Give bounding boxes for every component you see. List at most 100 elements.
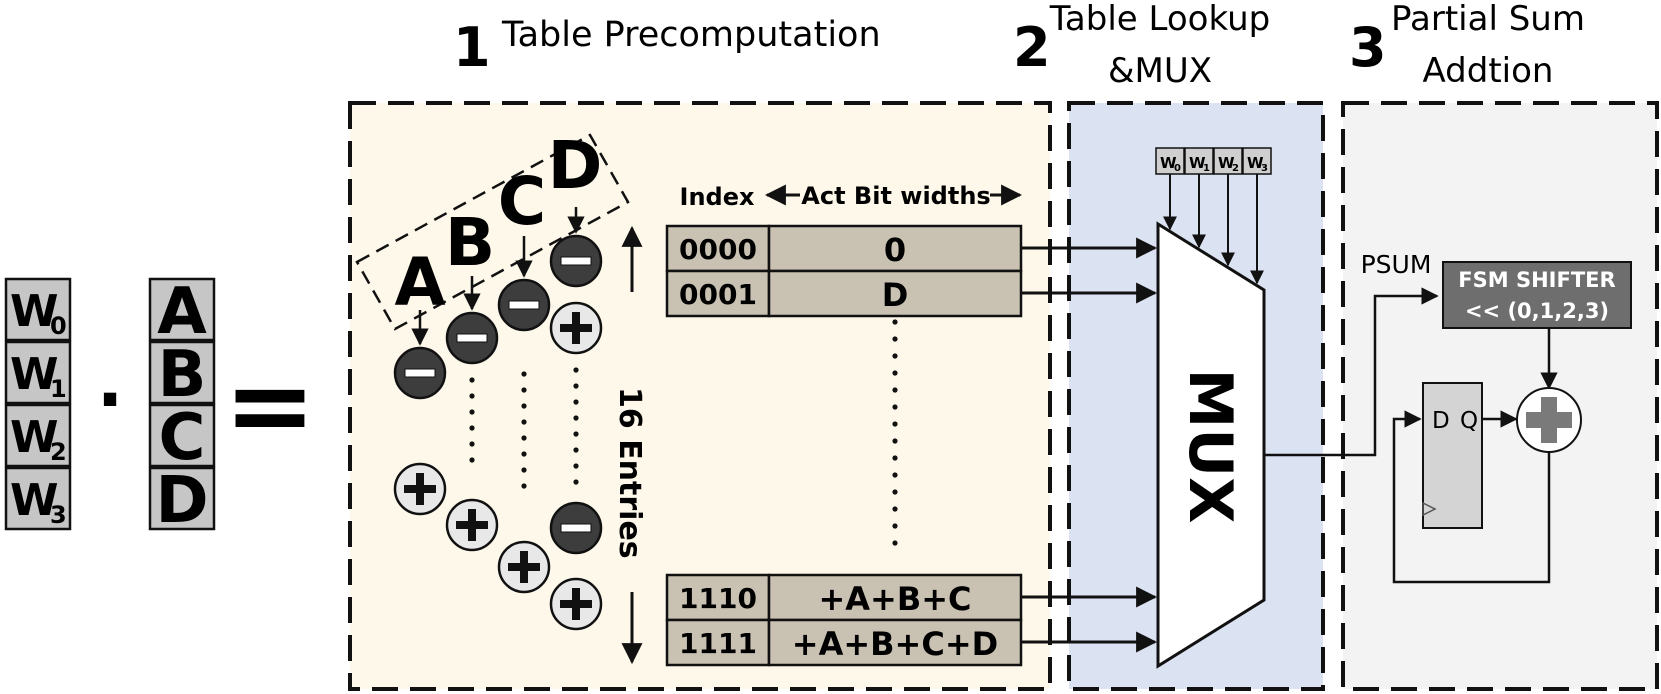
sign-dots xyxy=(469,367,579,489)
table-top-row-index-cell xyxy=(665,224,771,273)
ellipsis-dot xyxy=(521,483,527,489)
mux-select-cell xyxy=(1213,147,1243,175)
ellipsis-dot xyxy=(573,431,579,437)
fsm-shifter-line1: FSM SHIFTER xyxy=(1458,268,1615,292)
weight-subscript: 2 xyxy=(50,438,67,466)
ellipsis-dot xyxy=(469,457,475,463)
ellipsis-dot xyxy=(573,479,579,485)
table-dots xyxy=(892,319,898,546)
diag-letter-d: D xyxy=(548,127,603,204)
table-index-text: 1110 xyxy=(679,582,757,615)
ellipsis-dot xyxy=(521,467,527,473)
ellipsis-dot xyxy=(892,506,898,512)
ellipsis-dot xyxy=(573,415,579,421)
activation-label: C xyxy=(159,401,206,475)
plus-circle-icon xyxy=(549,577,603,631)
ellipsis-dot xyxy=(892,438,898,444)
entries-label: 16 Entries xyxy=(612,387,647,559)
mux-select-label: W xyxy=(1189,154,1206,172)
plus-circle-icon xyxy=(393,462,447,516)
plus-icon xyxy=(1526,397,1572,443)
table-index-text: 0001 xyxy=(679,278,757,311)
weight-subscript: 1 xyxy=(50,375,67,403)
stage1-number: 1 xyxy=(453,16,491,79)
table-value-text: +A+B+C+D xyxy=(792,625,998,663)
ellipsis-dot xyxy=(892,421,898,427)
mux-body xyxy=(1156,221,1266,669)
table-header-index: Index xyxy=(680,183,755,211)
ellipsis-dot xyxy=(892,387,898,393)
ellipsis-dot xyxy=(892,336,898,342)
weight-cell xyxy=(4,340,72,405)
mux-select-subscript: 3 xyxy=(1261,163,1268,174)
ellipsis-dot xyxy=(521,435,527,441)
ellipsis-dot xyxy=(892,319,898,325)
ellipsis-dot xyxy=(469,393,475,399)
minus-circle-icon xyxy=(497,278,551,332)
mux-select-cell xyxy=(1155,147,1185,175)
flip-flop-q: Q xyxy=(1460,408,1478,434)
ellipsis-dot xyxy=(521,387,527,393)
weight-subscript: 3 xyxy=(50,501,67,529)
ellipsis-dot xyxy=(521,371,527,377)
stage3-title-line2: Addtion xyxy=(1423,51,1554,91)
table-header-bits: Act Bit widths xyxy=(801,182,990,210)
ellipsis-dot xyxy=(573,399,579,405)
flip-flop-box xyxy=(1422,382,1483,529)
stage3-number: 3 xyxy=(1349,16,1387,79)
mux-select-subscript: 1 xyxy=(1203,163,1210,174)
table-index-text: 1111 xyxy=(679,627,757,660)
ellipsis-dot xyxy=(521,419,527,425)
ellipsis-dot xyxy=(892,489,898,495)
diagonal-letter-group: A B C D xyxy=(355,127,630,331)
weight-cell xyxy=(4,403,72,468)
minus-circle-icon xyxy=(549,501,603,555)
minus-circle-icon xyxy=(393,346,447,400)
ellipsis-dot xyxy=(892,472,898,478)
ellipsis-dot xyxy=(469,409,475,415)
diag-letter-b: B xyxy=(445,204,495,281)
diag-letter-c: C xyxy=(498,163,546,240)
ellipsis-dot xyxy=(469,441,475,447)
table-bottom-row-value-cell xyxy=(767,573,1023,622)
activation-cell xyxy=(148,340,216,405)
adder xyxy=(1516,387,1582,453)
weight-label: W xyxy=(10,286,59,337)
ellipsis-dot xyxy=(573,367,579,373)
mux-select-label: W xyxy=(1160,154,1177,172)
activation-label: D xyxy=(155,464,208,538)
fsm-shifter-box xyxy=(1442,261,1632,329)
ellipsis-dot xyxy=(469,425,475,431)
stage2-title-line1: Table Lookup xyxy=(1049,0,1270,39)
minus-circle-icon xyxy=(549,234,603,288)
minus-circle-icon xyxy=(445,311,499,365)
ellipsis-dot xyxy=(892,370,898,376)
stage2-title: 2 Table Lookup &MUX xyxy=(1013,0,1270,91)
ellipsis-dot xyxy=(892,353,898,359)
weight-label: W xyxy=(10,349,59,400)
plus-circle-icon xyxy=(497,540,551,594)
psum-label: PSUM xyxy=(1361,250,1432,279)
activation-cell xyxy=(148,403,216,468)
ellipsis-dot xyxy=(521,403,527,409)
plus-circle-icon xyxy=(549,301,603,355)
stage3-title-line1: Partial Sum xyxy=(1391,0,1585,39)
activation-label: B xyxy=(158,338,207,412)
ellipsis-dot xyxy=(469,377,475,383)
stage1-title: 1 Table Precomputation xyxy=(453,15,881,79)
activation-label: A xyxy=(157,275,207,349)
table-to-mux-arrows xyxy=(1020,237,1158,653)
mux-label: MUX xyxy=(1175,369,1245,524)
mux-select-label: W xyxy=(1247,154,1264,172)
diagonal-dashed-box xyxy=(355,133,630,331)
stage2-number: 2 xyxy=(1013,16,1051,79)
dot-product-symbol: · xyxy=(97,359,124,441)
mux-select-subscript: 2 xyxy=(1232,163,1239,174)
feedback-wire xyxy=(1392,410,1551,584)
ellipsis-dot xyxy=(573,383,579,389)
